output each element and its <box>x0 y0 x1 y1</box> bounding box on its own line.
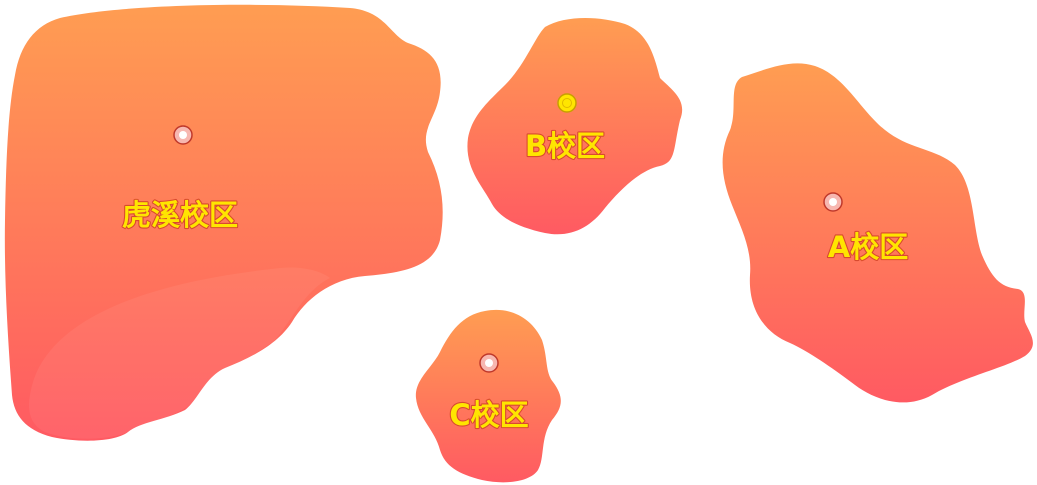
region-huxi-marker[interactable] <box>173 125 193 145</box>
region-c-label: C校区 <box>449 398 528 432</box>
region-a-marker[interactable] <box>823 192 843 212</box>
region-c-marker[interactable] <box>479 353 499 373</box>
region-c[interactable]: C校区 <box>415 309 561 483</box>
region-a-label: A校区 <box>828 230 908 264</box>
region-huxi-label: 虎溪校区 <box>122 198 238 232</box>
region-b-label: B校区 <box>525 129 605 163</box>
region-b-marker[interactable] <box>557 93 577 113</box>
region-b[interactable]: B校区 <box>467 17 683 235</box>
region-huxi[interactable]: 虎溪校区 <box>4 4 443 441</box>
region-a[interactable]: A校区 <box>722 63 1033 403</box>
